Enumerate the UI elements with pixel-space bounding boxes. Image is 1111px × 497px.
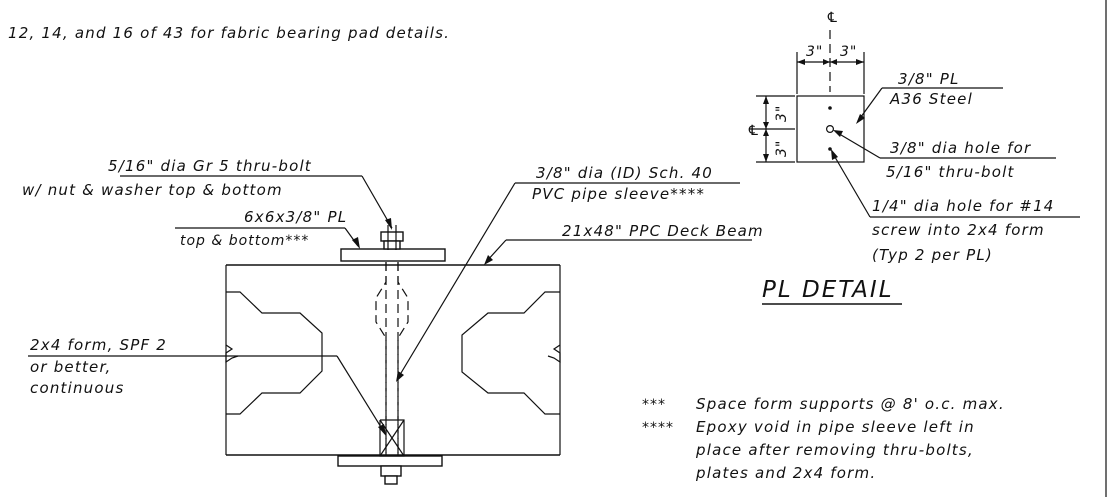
plate-detail-title: PL DETAIL: [762, 277, 894, 303]
callout-plate-line2: top & bottom***: [180, 233, 309, 249]
general-notes: *** Space form supports @ 8' o.c. max. *…: [642, 395, 1005, 482]
callout-sleeve-line2: PVC pipe sleeve****: [532, 185, 705, 203]
callout-bolt-line2: w/ nut & washer top & bottom: [22, 181, 283, 199]
note-1-line-1: Space form supports @ 8' o.c. max.: [696, 395, 1005, 413]
top-plate: [340, 248, 446, 262]
top-note: 12, 14, and 16 of 43 for fabric bearing …: [8, 24, 450, 42]
callout-plate-line1: 6x6x3/8" PL: [244, 208, 347, 226]
dim-left-label: 3": [806, 44, 823, 60]
note-2-line-3: plates and 2x4 form.: [695, 464, 876, 482]
plate-outline: [796, 95, 865, 163]
callout-beam: 21x48" PPC Deck Beam: [562, 222, 764, 240]
hole-line1: 3/8" dia hole for: [890, 139, 1031, 157]
callout-form-line3: continuous: [30, 379, 125, 397]
beam-elevation: [225, 264, 561, 456]
bottom-plate: [337, 455, 443, 467]
dim-right-label: 3": [840, 44, 857, 60]
centerline-symbol-left: ℄: [747, 123, 761, 139]
hole-line2: 5/16" thru-bolt: [886, 163, 1015, 181]
note-2-line-1: Epoxy void in pipe sleeve left in: [696, 418, 975, 436]
plate-detail: [750, 30, 1080, 305]
leaders: [28, 175, 752, 436]
screw-line1: 1/4" dia hole for #14: [872, 197, 1055, 215]
callout-bolt-line1: 5/16" dia Gr 5 thru-bolt: [108, 157, 312, 175]
callout-sleeve-line1: 3/8" dia (ID) Sch. 40: [536, 164, 713, 182]
material-line1: 3/8" PL: [898, 70, 960, 88]
thru-bolt-assembly: [337, 225, 446, 485]
dim-top-label: 3": [774, 105, 790, 122]
note-mark-2: ****: [642, 420, 674, 436]
screw-line2: screw into 2x4 form: [872, 221, 1045, 239]
material-line2: A36 Steel: [889, 90, 973, 108]
centerline-symbol-top: ℄: [826, 10, 840, 26]
screw-line3: (Typ 2 per PL): [872, 246, 993, 264]
callout-form-line1: 2x4 form, SPF 2: [30, 336, 167, 354]
dim-bottom-label: 3": [774, 140, 790, 157]
callout-form-line2: or better,: [30, 358, 111, 376]
note-2-line-2: place after removing thru-bolts,: [695, 441, 974, 459]
note-mark-1: ***: [642, 397, 666, 413]
